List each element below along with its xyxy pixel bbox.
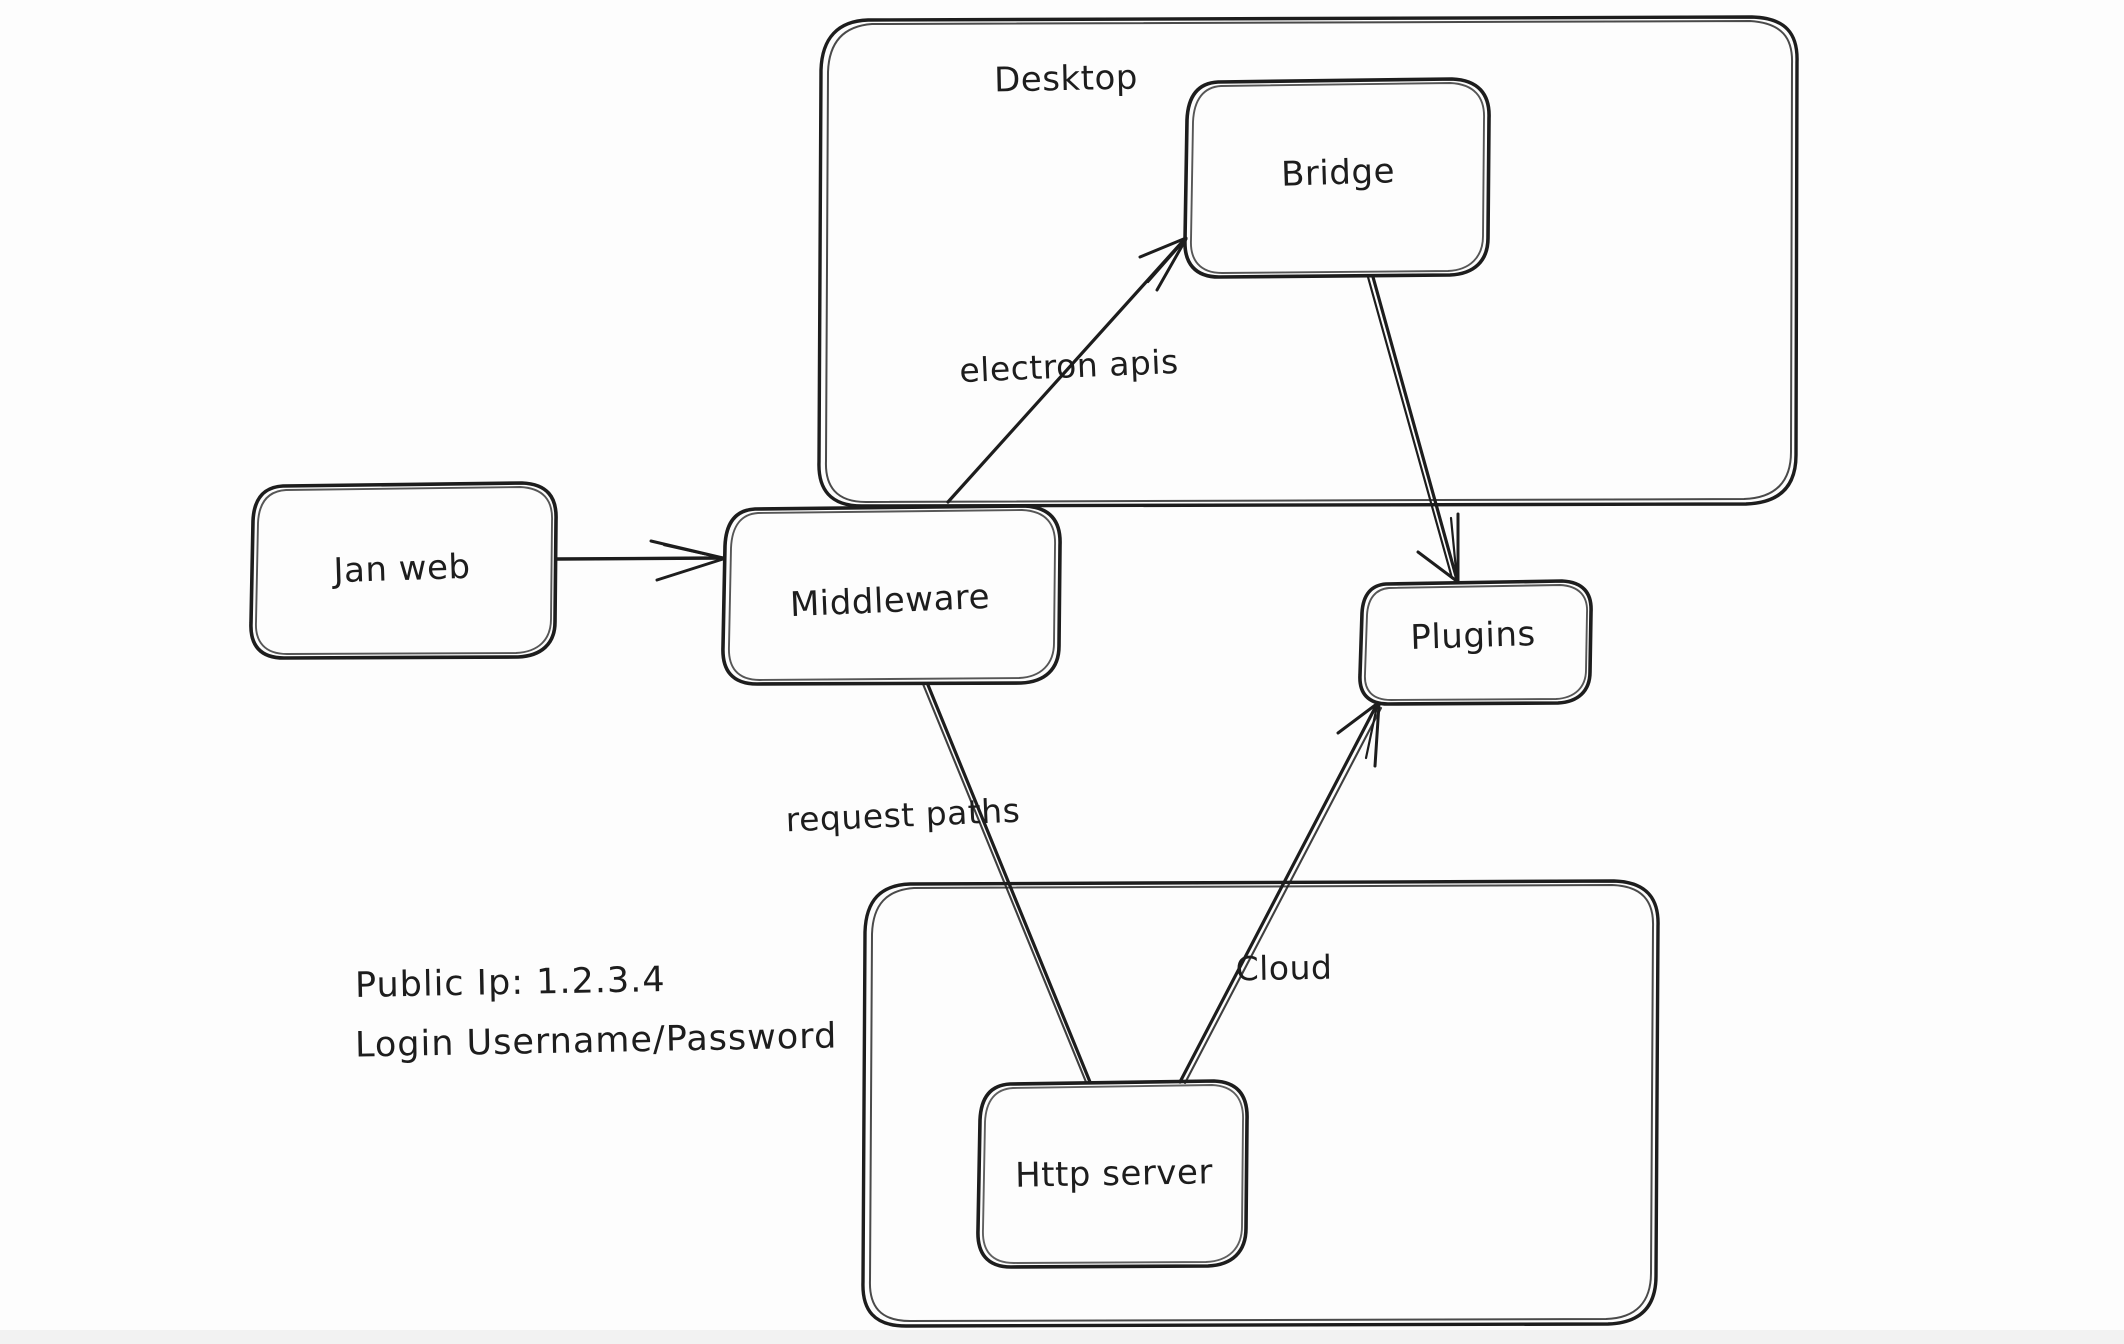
node-label-http-server[interactable]: Http server [1014,1152,1214,1196]
group-cloud-outline [861,879,1660,1328]
group-desktop-outline [817,15,1799,508]
edge-middleware-to-bridge [946,236,1188,504]
edge-http-server-to-plugins [1178,701,1383,1085]
edge-label-cloud: Cloud [1235,947,1333,989]
group-label-desktop: Desktop [993,57,1139,101]
bottom-edge-strip [0,1330,2124,1344]
node-label-jan-web[interactable]: Jan web [332,546,472,592]
node-bridge-outline [1183,77,1491,279]
node-middleware-outline [721,504,1062,686]
node-label-middleware[interactable]: Middleware [789,576,991,626]
node-label-plugins[interactable]: Plugins [1409,614,1537,658]
edge-middleware-to-http-server [921,682,1092,1084]
edge-jan-web-to-middleware [555,539,725,582]
note-public-ip: Public Ip: 1.2.3.4 [354,960,666,1006]
node-http-server-outline [976,1079,1249,1269]
edge-bridge-to-plugins [1366,275,1460,584]
node-jan-web-outline [249,481,558,660]
node-plugins-outline [1358,579,1593,706]
node-label-bridge[interactable]: Bridge [1280,151,1396,195]
